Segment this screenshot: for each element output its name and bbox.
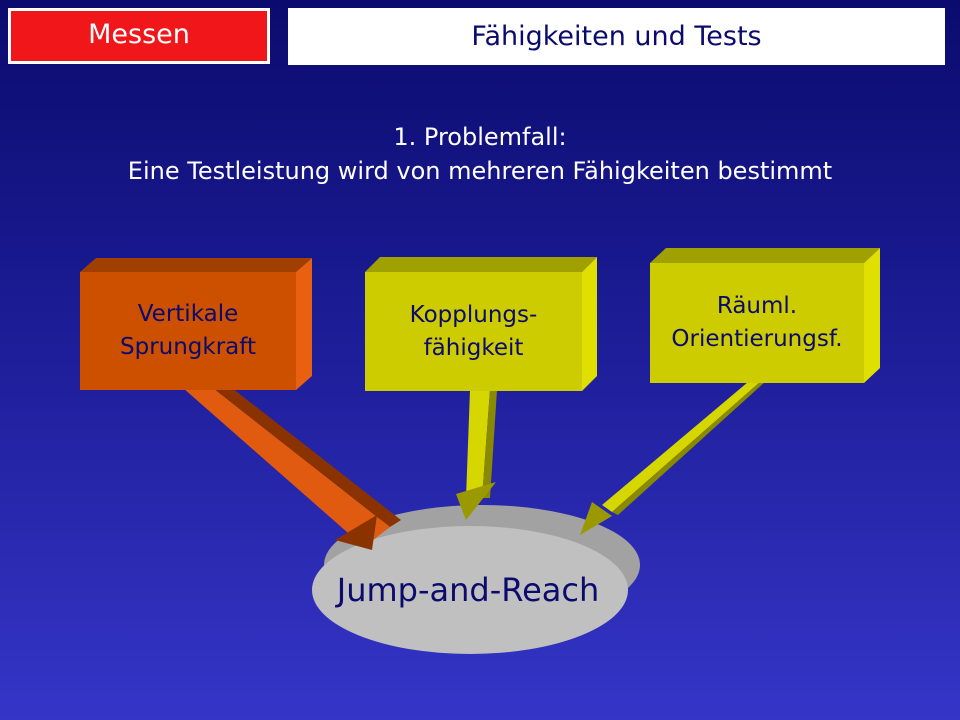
box-kopplung-line1: Kopplungs-	[409, 301, 538, 328]
box-sprungkraft-line1: Vertikale	[137, 301, 239, 327]
test-label: Jump-and-Reach	[336, 571, 600, 609]
arrow-orientierung	[580, 382, 765, 535]
box-orientierung	[650, 248, 880, 383]
box-sprungkraft	[80, 258, 312, 390]
box-orientierung-line1: Räuml.	[716, 293, 798, 319]
problem-heading: 1. Problemfall: Eine Testleistung wird v…	[0, 120, 960, 188]
box-kopplung-label: Kopplungs- fähigkeit	[365, 272, 582, 391]
box-kopplung	[365, 257, 597, 391]
box-sprungkraft-line2: Sprungkraft	[120, 334, 256, 360]
arrow-sprungkraft	[183, 388, 401, 550]
box-orientierung-label: Räuml. Orientierungsf.	[650, 263, 864, 383]
test-ellipse	[312, 526, 628, 654]
arrow-kopplung	[456, 390, 497, 520]
box-kopplung-line2: fähigkeit	[423, 334, 524, 361]
box-sprungkraft-label: Vertikale Sprungkraft	[80, 272, 296, 390]
section-tag: Messen	[8, 8, 270, 64]
slide-title: Fähigkeiten und Tests	[288, 8, 945, 65]
problem-heading-line1: 1. Problemfall:	[393, 123, 567, 151]
problem-heading-line2: Eine Testleistung wird von mehreren Fähi…	[127, 157, 833, 185]
box-orientierung-line2: Orientierungsf.	[671, 326, 843, 352]
